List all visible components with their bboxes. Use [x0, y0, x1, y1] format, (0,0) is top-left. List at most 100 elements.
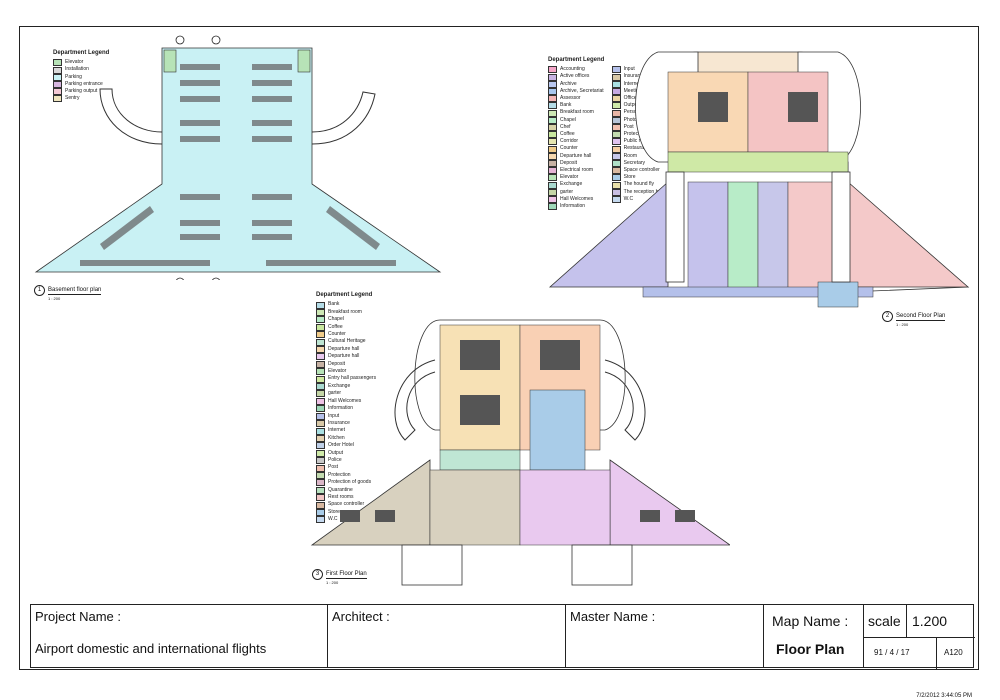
legend-swatch: [611, 195, 621, 203]
legend-swatch: [611, 167, 621, 175]
legend-item: Police: [316, 456, 376, 465]
plan-scale: 1 : 200: [48, 296, 61, 301]
legend-swatch: [611, 102, 621, 110]
legend-item: Store: [611, 174, 674, 182]
legend-item: Installation: [53, 66, 109, 74]
legend-item: Room: [611, 153, 674, 160]
legend-item: Coffee: [316, 324, 376, 331]
legend-item: Corridor: [548, 138, 604, 146]
legend-swatch: [316, 301, 325, 309]
legend-item: garter: [316, 390, 376, 398]
legend-label: Counter: [328, 331, 346, 338]
legend-item: Elevator: [316, 368, 376, 376]
plan-scale: 1 : 200: [896, 322, 909, 327]
legend-label: Personnel: [623, 109, 647, 116]
legend-label: Corridor: [560, 138, 579, 145]
legend-item: Hall Welcomes: [316, 398, 376, 405]
legend-swatch: [316, 338, 325, 346]
legend-item: Archive, Secretariat: [548, 88, 604, 95]
architect-cell: Architect :: [328, 605, 566, 667]
legend-label: garter: [560, 188, 574, 195]
legend-label: Elevator: [328, 368, 347, 375]
legend-label: Exchange: [328, 382, 351, 389]
plan-title: First Floor Plan: [326, 571, 367, 579]
seating-rows: [340, 340, 695, 522]
legend-swatch: [316, 405, 325, 413]
legend-swatch: [548, 174, 557, 182]
legend-label: Departure hall: [560, 152, 592, 159]
legend-label: Store: [623, 174, 636, 181]
legend-swatch: [548, 66, 557, 74]
legend-label: Parking entrance: [65, 80, 103, 87]
legend-item: Electrical room: [548, 167, 604, 175]
legend-label: Secretary: [623, 159, 646, 166]
scale-value: 1.200: [912, 613, 948, 629]
legend-item: Restaurant: [611, 145, 674, 153]
legend-label: Output: [328, 449, 344, 456]
north-markers: [175, 35, 221, 280]
legend-label: Input: [623, 66, 635, 73]
legend-item: The hound fly: [611, 181, 674, 189]
legend-item: Order Hotel: [316, 442, 376, 450]
legend-swatch: [316, 353, 325, 361]
legend-swatch: [316, 486, 325, 494]
legend-swatch: [611, 80, 621, 88]
legend-label: Chef: [560, 123, 571, 130]
legend-swatch: [316, 316, 325, 324]
legend-item: Space controller: [611, 167, 674, 175]
legend-swatch: [548, 195, 557, 203]
legend-item: Breakfast room: [316, 309, 376, 317]
legend-label: W.C: [623, 195, 634, 202]
parking-stalls: [80, 64, 396, 266]
legend-label: Restaurant: [623, 145, 649, 152]
legend-label: Exchange: [560, 181, 583, 188]
legend-item: Insurance: [611, 73, 674, 81]
legend-swatch: [316, 397, 325, 405]
legend-item: Output: [316, 450, 376, 457]
legend-label: Store: [328, 508, 340, 515]
legend-label: W.C: [328, 516, 338, 523]
legend-label: Police: [328, 456, 342, 463]
legend-swatch: [611, 131, 621, 139]
drawing-sheet-border: [19, 26, 979, 670]
scale-row: scale 1.200: [864, 605, 975, 638]
legend-label: Parking: [65, 73, 82, 80]
legend-swatch: [316, 346, 325, 354]
legend-label: Post: [623, 123, 634, 130]
legend-label: Deposit: [328, 360, 345, 367]
legend-swatch: [548, 102, 557, 110]
legend-swatch: [53, 73, 62, 81]
legend-item: Elevator: [53, 59, 109, 67]
legend-item: Exchange: [316, 382, 376, 391]
legend-item: Quarantine: [316, 487, 376, 494]
first-floor-plan: [310, 319, 730, 586]
legend-item: Counter: [316, 331, 376, 339]
legend-label: Internet: [623, 80, 641, 87]
legend-swatch: [548, 131, 557, 139]
legend-item: Parking: [53, 74, 109, 81]
legend-swatch: [316, 309, 325, 317]
legend-label: Archive: [560, 80, 577, 87]
legend-label: Rest rooms: [328, 493, 354, 500]
legend-item: Elevator: [548, 174, 604, 182]
legend-item: Parking entrance: [53, 81, 109, 88]
plan-number-badge: 1: [34, 285, 45, 296]
basement-floor-plan: [34, 35, 442, 280]
plan-number-badge: 3: [312, 569, 323, 580]
legend-label: Breakfast room: [560, 109, 594, 116]
legend-swatch: [316, 375, 325, 383]
legend-swatch: [316, 383, 325, 391]
legend-item: Exchange: [548, 181, 604, 189]
title-block: Project Name : Airport domestic and inte…: [30, 604, 975, 669]
legend-label: Space controller: [328, 501, 365, 508]
legend-item: Protection of goods: [316, 479, 376, 487]
legend-swatch: [316, 323, 325, 331]
legend-item: Protection: [611, 131, 674, 139]
legend-swatch: [548, 167, 557, 175]
legend-item: Deposit: [548, 160, 604, 167]
legend-item: Coffee: [548, 131, 604, 139]
legend-swatch: [548, 203, 557, 211]
